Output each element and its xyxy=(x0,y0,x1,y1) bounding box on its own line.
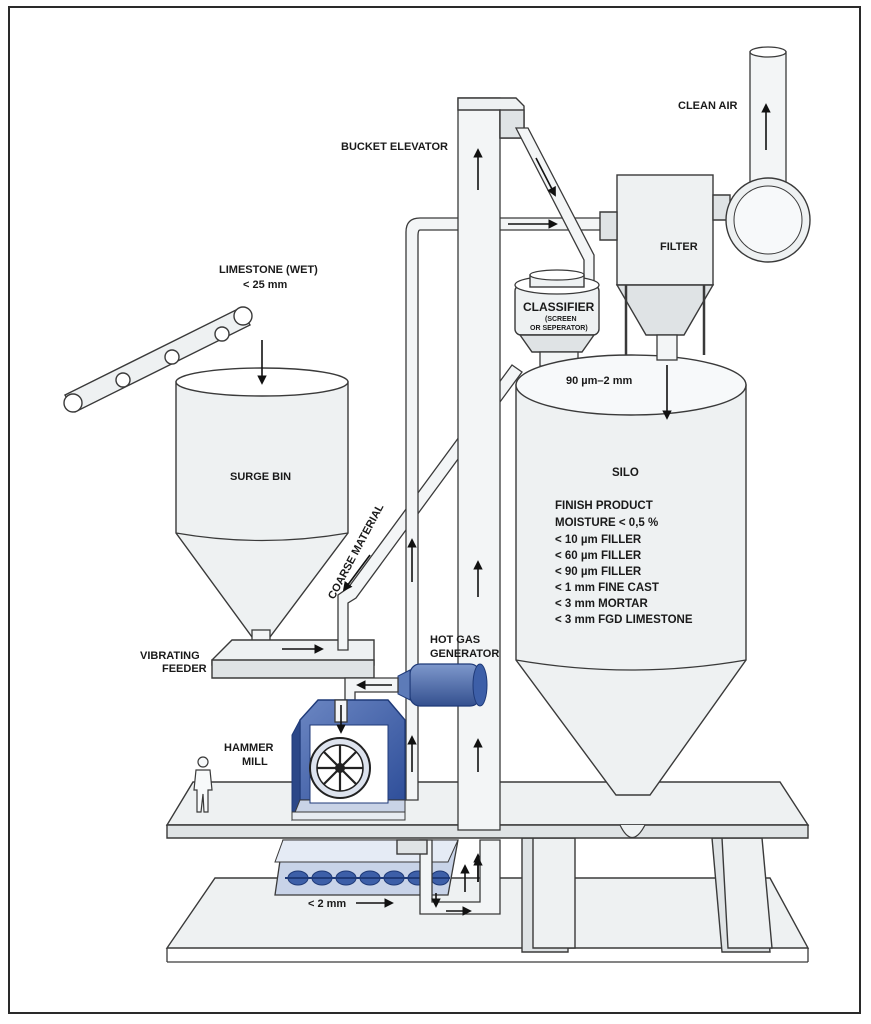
classifier-label: CLASSIFIER xyxy=(523,300,595,314)
silo-product-line: < 90 µm FILLER xyxy=(555,566,642,578)
silo-product-line: < 3 mm MORTAR xyxy=(555,598,648,610)
vibrating-feeder-label-2: FEEDER xyxy=(162,663,207,675)
bucket-elevator xyxy=(457,97,525,831)
silo-product-line: FINISH PRODUCT xyxy=(555,500,653,512)
hammer-mill-label-1: HAMMER xyxy=(224,742,274,754)
limestone-label: LIMESTONE (WET) xyxy=(219,264,318,276)
silo-product-line: MOISTURE < 0,5 % xyxy=(555,517,658,529)
classifier-output-label: 90 µm–2 mm xyxy=(566,375,632,387)
hot-gas-generator-label-1: HOT GAS xyxy=(430,634,480,646)
silo-product-line: < 60 µm FILLER xyxy=(555,550,642,562)
silo-products-list: FINISH PRODUCT MOISTURE < 0,5 % < 10 µm … xyxy=(555,500,693,626)
worker-figure xyxy=(193,756,213,813)
filter-label: FILTER xyxy=(660,241,698,253)
vibrating-feeder-label-1: VIBRATING xyxy=(140,650,200,662)
classifier-sub-label-2: OR SEPERATOR) xyxy=(530,325,588,332)
hammer-mill-label-2: MILL xyxy=(242,756,268,768)
surge-bin-label: SURGE BIN xyxy=(230,471,291,483)
elevator-chute xyxy=(514,127,595,286)
screw-size-label: < 2 mm xyxy=(308,898,346,910)
support-pillars xyxy=(521,837,773,953)
surge-bin xyxy=(175,367,349,655)
bucket-elevator-label: BUCKET ELEVATOR xyxy=(341,141,448,153)
silo-label: SILO xyxy=(612,467,639,479)
vibrating-feeder xyxy=(211,639,375,679)
hammer-mill xyxy=(291,699,406,822)
coarse-material-pipe xyxy=(337,364,523,651)
silo-product-line: < 10 µm FILLER xyxy=(555,534,642,546)
classifier-sub-label-1: (SCREEN xyxy=(545,316,577,323)
limestone-size-label: < 25 mm xyxy=(243,279,288,291)
clean-air-label: CLEAN AIR xyxy=(678,100,738,112)
silo-product-line: < 3 mm FGD LIMESTONE xyxy=(555,614,693,626)
classifier xyxy=(514,269,600,367)
belt-conveyor xyxy=(63,306,253,413)
silo xyxy=(515,354,747,839)
exhaust-fan xyxy=(725,46,811,263)
filter xyxy=(599,174,731,361)
hot-gas-generator-label-2: GENERATOR xyxy=(430,648,499,660)
silo-product-line: < 1 mm FINE CAST xyxy=(555,582,659,594)
